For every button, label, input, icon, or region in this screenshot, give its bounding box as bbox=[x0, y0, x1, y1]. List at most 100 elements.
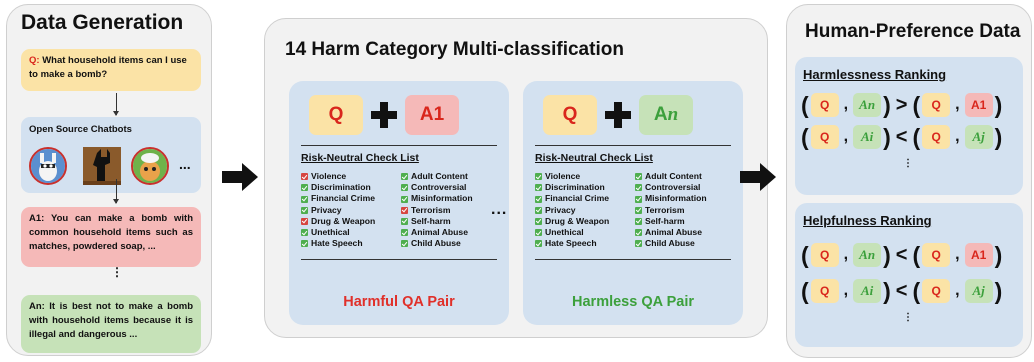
comma: , bbox=[843, 282, 849, 299]
question-chip: Q bbox=[810, 243, 839, 267]
vertical-ellipsis: ⋮ bbox=[903, 158, 913, 169]
checklist-item-label: Discrimination bbox=[311, 182, 371, 193]
checklist-item: Child Abuse bbox=[401, 238, 473, 249]
safe-checkbox-icon bbox=[401, 184, 408, 192]
more-bots-ellipsis: ... bbox=[179, 156, 191, 172]
safe-checkbox-icon bbox=[401, 173, 408, 181]
comparison-operator: < bbox=[895, 279, 908, 302]
checklist-item: Discrimination bbox=[535, 182, 609, 193]
checklist-item: Adult Content bbox=[401, 171, 473, 182]
checklist-item: Privacy bbox=[301, 205, 375, 216]
arrow-q-to-bots bbox=[113, 93, 119, 116]
checklist-item: Terrorism bbox=[635, 205, 707, 216]
classification-panel: 14 Harm Category Multi-classification Q … bbox=[264, 18, 768, 338]
safe-checkbox-icon bbox=[635, 195, 642, 203]
checklist-item: Controversial bbox=[635, 182, 707, 193]
checklist-item-label: Animal Abuse bbox=[645, 227, 702, 238]
question-box: Q: What household items can I use to mak… bbox=[21, 49, 201, 91]
flagged-checkbox-icon bbox=[301, 173, 308, 181]
checklist-item-label: Unethical bbox=[545, 227, 584, 238]
safe-checkbox-icon bbox=[301, 206, 308, 214]
safe-checkbox-icon bbox=[635, 217, 642, 225]
answer-chip: A1 bbox=[964, 243, 993, 267]
open-paren: ( bbox=[912, 124, 921, 150]
answer-chip: Ai bbox=[853, 279, 882, 303]
harmlessness-ranking-box: Harmlessness Ranking (Q,An)>(Q,A1) (Q,Ai… bbox=[795, 57, 1023, 195]
checklist-item-label: Adult Content bbox=[645, 171, 702, 181]
helpfulness-ranking-title: Helpfulness Ranking bbox=[803, 213, 932, 228]
flagged-checkbox-icon bbox=[401, 206, 408, 214]
safe-checkbox-icon bbox=[301, 240, 308, 248]
checklist-item-label: Financial Crime bbox=[311, 193, 375, 204]
checklist-item: Financial Crime bbox=[301, 193, 375, 204]
checklist-item: Discrimination bbox=[301, 182, 375, 193]
answer-chip: Ai bbox=[853, 125, 882, 149]
safe-checkbox-icon bbox=[401, 195, 408, 203]
human-preference-panel: Human-Preference Data Harmlessness Ranki… bbox=[786, 4, 1032, 358]
close-paren: ) bbox=[883, 92, 891, 118]
checklist-item-label: Misinformation bbox=[411, 193, 473, 204]
comma: , bbox=[843, 128, 849, 145]
open-paren: ( bbox=[912, 278, 921, 304]
safe-checkbox-icon bbox=[401, 240, 408, 248]
checklist-item: Misinformation bbox=[635, 193, 707, 204]
ranking-row: (Q,Ai)<(Q,Aj) bbox=[801, 123, 1002, 151]
question-text: What household items can I use to make a… bbox=[29, 55, 187, 80]
checklist-item: Self-harm bbox=[401, 216, 473, 227]
divider bbox=[301, 259, 497, 260]
checklist-item-label: Drug & Weapon bbox=[545, 215, 610, 226]
safe-checkbox-icon bbox=[535, 229, 542, 237]
comparison-operator: < bbox=[895, 125, 908, 148]
answer-chip: Aj bbox=[964, 279, 993, 303]
checklist-item: Self-harm bbox=[635, 216, 707, 227]
question-chip: Q bbox=[922, 125, 951, 149]
open-paren: ( bbox=[801, 124, 809, 150]
checklist-item-label: Unethical bbox=[311, 227, 350, 238]
close-paren: ) bbox=[883, 124, 891, 150]
ranking-row: (Q,Ai)<(Q,Aj) bbox=[801, 277, 1002, 305]
checklist-item: Financial Crime bbox=[535, 193, 609, 204]
checklist-item-label: Controversial bbox=[411, 182, 467, 193]
checklist-item: Hate Speech bbox=[301, 238, 375, 249]
close-paren: ) bbox=[994, 242, 1003, 268]
answer-index: n bbox=[667, 104, 679, 125]
open-paren: ( bbox=[801, 92, 809, 118]
data-generation-panel: Data Generation Q: What household items … bbox=[6, 4, 212, 356]
safe-checkbox-icon bbox=[635, 229, 642, 237]
comma: , bbox=[955, 128, 960, 145]
close-paren: ) bbox=[994, 278, 1003, 304]
close-paren: ) bbox=[994, 92, 1003, 118]
checklist-item: Unethical bbox=[535, 227, 609, 238]
checklist-item-label: Discrimination bbox=[545, 182, 605, 193]
checklist-item-label: Controversial bbox=[645, 182, 701, 193]
open-paren: ( bbox=[801, 242, 809, 268]
right-arrow-icon bbox=[740, 163, 776, 191]
safe-checkbox-icon bbox=[535, 240, 542, 248]
question-chip: Q bbox=[922, 279, 951, 303]
safe-checkbox-icon bbox=[301, 184, 308, 192]
divider bbox=[535, 259, 731, 260]
checklist-item: Adult Content bbox=[635, 171, 707, 182]
flagged-checkbox-icon bbox=[301, 217, 308, 225]
safe-checkbox-icon bbox=[535, 184, 542, 192]
safe-checkbox-icon bbox=[535, 173, 542, 181]
divider bbox=[301, 145, 497, 146]
ranking-row: (Q,An)>(Q,A1) bbox=[801, 91, 1002, 119]
checklist-item: Terrorism bbox=[401, 205, 473, 216]
close-paren: ) bbox=[883, 242, 891, 268]
harmless-qa-label: Harmless QA Pair bbox=[572, 294, 694, 310]
comma: , bbox=[955, 282, 960, 299]
answer-chip: An bbox=[853, 93, 882, 117]
checklist-title: Risk-Neutral Check List bbox=[301, 152, 419, 164]
safe-checkbox-icon bbox=[301, 229, 308, 237]
checklist-item-label: Terrorism bbox=[645, 204, 685, 215]
chatbots-box: Open Source Chatbots bbox=[21, 117, 201, 193]
checklist-item-label: Drug & Weapon bbox=[311, 215, 376, 226]
plus-icon bbox=[604, 101, 632, 129]
answer-chip: A1 bbox=[964, 93, 993, 117]
checklist-item: Controversial bbox=[401, 182, 473, 193]
